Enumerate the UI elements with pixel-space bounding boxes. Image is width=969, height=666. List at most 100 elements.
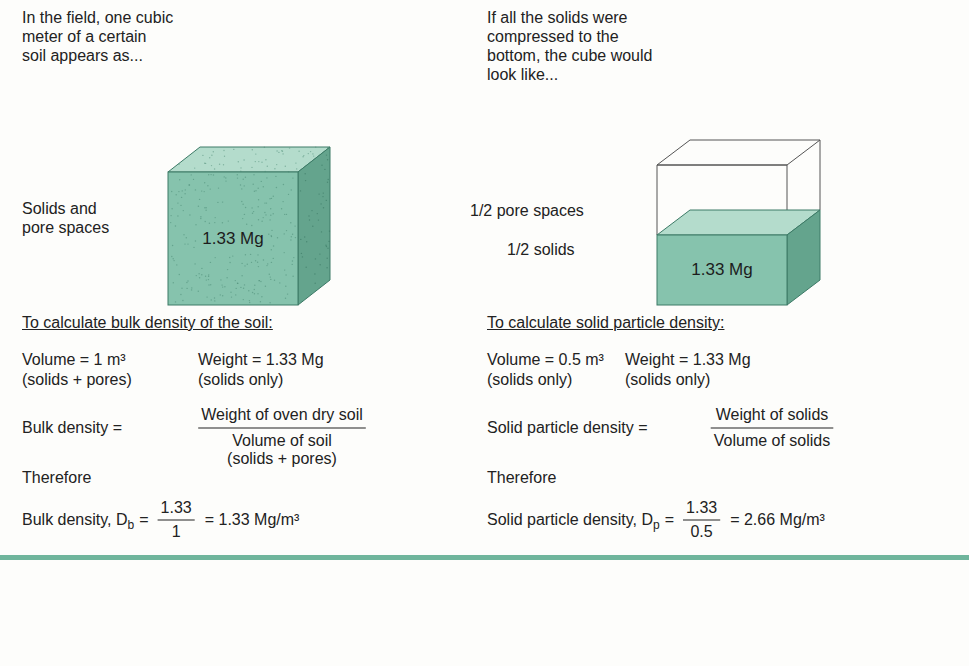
soil-speckle: [205, 163, 206, 164]
soil-speckle: [268, 234, 269, 235]
soil-speckle: [214, 297, 215, 298]
soil-speckle: [261, 221, 262, 222]
soil-speckle: [176, 194, 177, 195]
soil-speckle: [195, 224, 196, 225]
soil-speckle: [315, 258, 316, 259]
soil-speckle: [279, 282, 280, 283]
soil-speckle: [243, 288, 244, 289]
soil-speckle: [196, 275, 197, 276]
value-text: Weight = 1.33 Mg: [625, 350, 751, 369]
soil-speckle: [180, 205, 181, 206]
soil-speckle: [303, 155, 304, 156]
soil-speckle: [292, 276, 293, 277]
soil-speckle: [288, 171, 289, 172]
formula-name: Bulk density =: [22, 418, 122, 437]
soil-speckle: [292, 260, 293, 261]
soil-speckle: [180, 294, 181, 295]
soil-speckle: [245, 254, 246, 255]
therefore-text: Therefore: [487, 468, 556, 487]
soil-speckle: [171, 256, 172, 257]
soil-speckle: [264, 147, 265, 148]
soil-speckle: [208, 276, 209, 277]
soil-speckle: [314, 273, 315, 274]
soil-speckle: [230, 292, 231, 293]
soil-speckle: [214, 168, 215, 169]
value-text: Volume = 0.5 m³: [487, 350, 604, 369]
formula-name: Solid particle density =: [487, 418, 648, 437]
section-heading: To calculate solid particle density:: [487, 313, 724, 332]
soil-speckle: [222, 295, 223, 296]
soil-speckle: [269, 274, 270, 275]
soil-speckle: [183, 234, 184, 235]
soil-speckle: [243, 299, 244, 300]
soil-speckle: [232, 255, 233, 256]
soil-speckle: [211, 155, 212, 156]
soil-speckle: [306, 267, 307, 268]
soil-speckle: [260, 281, 261, 282]
soil-speckle: [206, 296, 207, 297]
soil-speckle: [258, 161, 259, 162]
soil-speckle: [248, 290, 249, 291]
soil-speckle: [286, 214, 287, 215]
soil-speckle: [204, 207, 205, 208]
subscript: p: [653, 518, 660, 532]
soil-speckle: [241, 201, 242, 202]
soil-speckle: [211, 165, 212, 166]
soil-speckle: [254, 293, 255, 294]
soil-speckle: [207, 185, 208, 186]
soil-speckle: [228, 220, 229, 221]
solids-side-face: [787, 210, 820, 305]
soil-speckle: [179, 274, 180, 275]
soil-speckle: [326, 246, 327, 247]
soil-speckle: [170, 222, 171, 223]
soil-speckle: [305, 180, 306, 181]
soil-speckle: [244, 265, 245, 266]
soil-speckle: [246, 224, 247, 225]
soil-speckle: [254, 285, 255, 286]
soil-speckle: [224, 286, 225, 287]
soil-speckle: [271, 262, 272, 263]
soil-speckle: [291, 189, 292, 190]
soil-speckle: [229, 262, 230, 263]
intro-text: If all the solids were compressed to the…: [487, 8, 657, 84]
soil-speckle: [292, 177, 293, 178]
soil-speckle: [182, 190, 183, 191]
soil-speckle: [296, 168, 297, 169]
soil-speckle: [247, 264, 248, 265]
soil-speckle: [175, 301, 176, 302]
soil-speckle: [241, 188, 242, 189]
soil-speckle: [271, 198, 272, 199]
bottom-rule: [0, 555, 969, 560]
fraction-denominator: Volume of soil: [232, 431, 332, 450]
soil-speckle: [265, 171, 266, 172]
soil-speckle: [261, 162, 262, 163]
soil-speckle: [258, 188, 259, 189]
soil-speckle: [292, 234, 293, 235]
compressed-cube: 1.33 Mg: [650, 132, 830, 310]
soil-speckle: [312, 226, 313, 227]
soil-speckle: [242, 218, 243, 219]
soil-speckle: [173, 282, 174, 283]
soil-speckle: [282, 201, 283, 202]
value-text: Weight = 1.33 Mg: [198, 350, 324, 369]
fraction-numerator: 1.33: [686, 498, 717, 517]
soil-speckle: [251, 262, 252, 263]
soil-speckle: [326, 267, 327, 268]
soil-speckle: [281, 150, 282, 151]
soil-speckle: [251, 225, 252, 226]
equals-sign: =: [139, 510, 148, 529]
soil-speckle: [318, 193, 319, 194]
soil-speckle: [224, 176, 225, 177]
soil-speckle: [193, 179, 194, 180]
soil-speckle: [208, 279, 209, 280]
soil-speckle: [231, 296, 232, 297]
soil-speckle: [263, 259, 264, 260]
soil-speckle: [315, 283, 316, 284]
soil-speckle: [284, 269, 285, 270]
soil-speckle: [267, 263, 268, 264]
soil-speckle: [252, 149, 253, 150]
soil-speckle: [270, 276, 271, 277]
mass-label: 1.33 Mg: [202, 229, 263, 249]
soil-speckle: [270, 208, 271, 209]
